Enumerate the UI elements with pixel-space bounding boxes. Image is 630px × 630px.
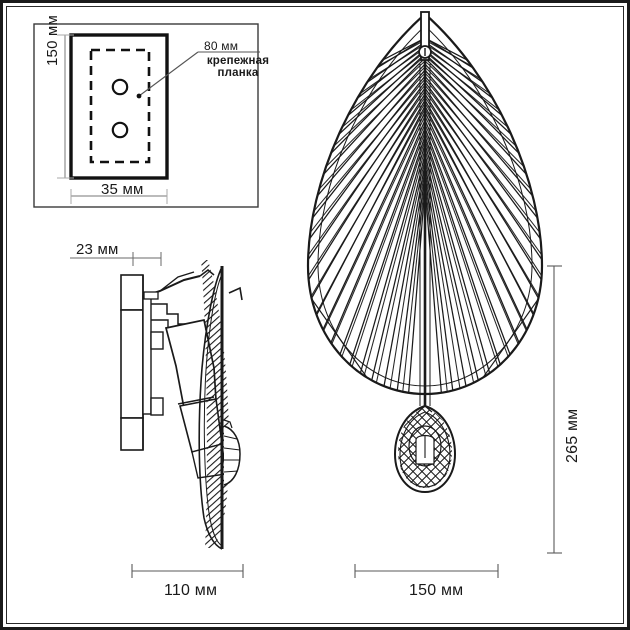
front-view-height-dimension-label: 265 мм [564,408,581,463]
front-view-group [306,11,562,578]
side-view-group [70,252,244,578]
detail-callout-value-label: 80 мм [204,39,239,53]
detail-callout-note-line2: планка [217,67,259,79]
detail-width-dimension-label: 35 мм [101,181,144,198]
side-view-width-dimension-label: 110 мм [164,582,218,599]
drawing-canvas: 150 мм 35 мм 80 мм крепежная планка 23 м… [8,8,622,622]
detail-height-dimension-label: 150 мм [44,14,61,66]
detail-callout-note: крепежная планка [196,55,280,79]
side-view-depth-dimension-label: 23 мм [76,241,119,258]
detail-callout-note-line1: крепежная [206,55,270,67]
front-view-width-dimension-label: 150 мм [409,582,464,599]
technical-drawing-svg [33,11,562,578]
detail-box-group [33,23,260,208]
